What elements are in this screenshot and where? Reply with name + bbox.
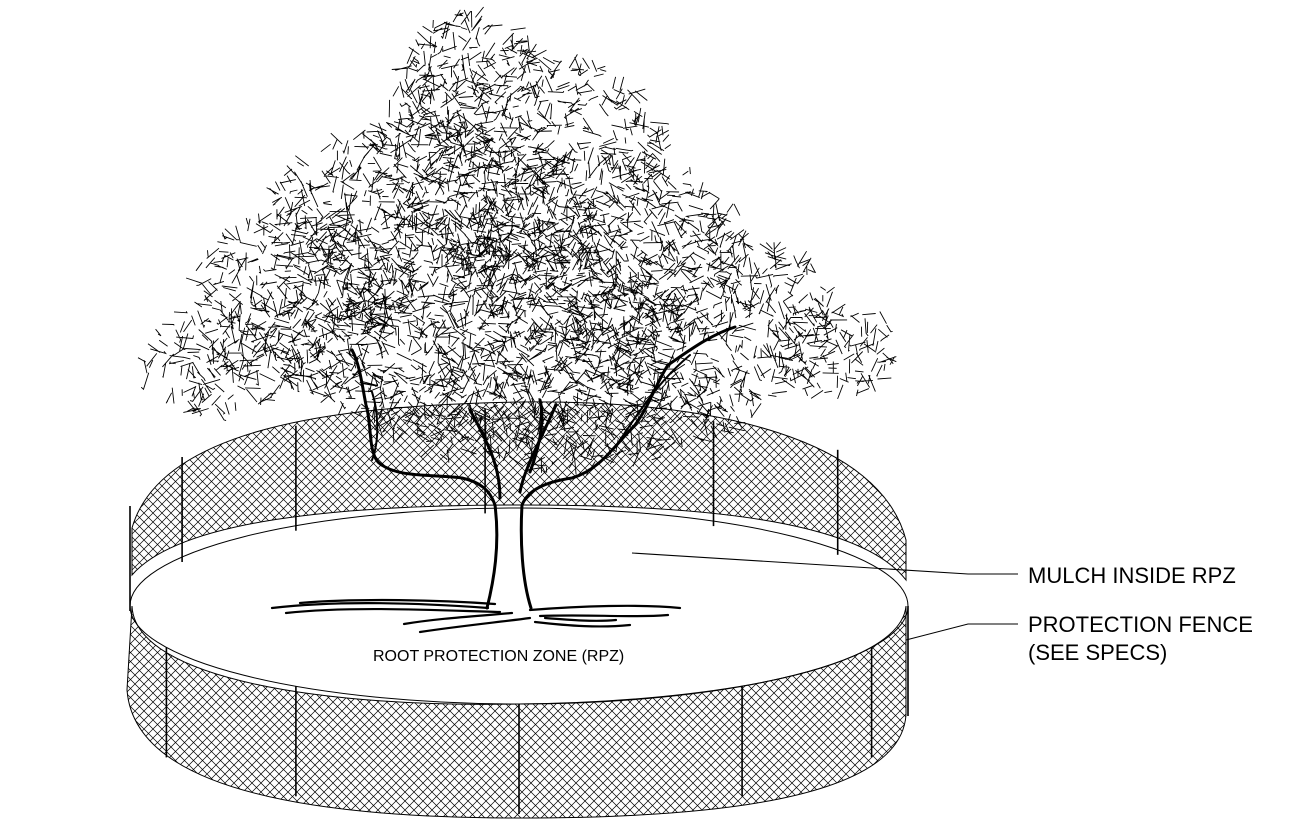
tree-roots bbox=[270, 598, 682, 634]
fence-callout-sublabel: (SEE SPECS) bbox=[1028, 640, 1168, 665]
mulch-ground bbox=[129, 507, 909, 705]
leader-mulch bbox=[631, 552, 1018, 575]
tree-trunk bbox=[350, 325, 737, 610]
root-protection-zone-label: ROOT PROTECTION ZONE (RPZ) bbox=[373, 648, 625, 665]
fence-callout-label: PROTECTION FENCE bbox=[1028, 612, 1253, 637]
tree-canopy bbox=[137, 6, 897, 475]
fence-front bbox=[126, 605, 907, 819]
callout-leaders bbox=[631, 552, 1018, 641]
leader-fence bbox=[905, 623, 1018, 641]
canopy-scribble bbox=[137, 6, 897, 475]
mulch-callout-label: MULCH INSIDE RPZ bbox=[1028, 563, 1236, 588]
fence-posts bbox=[129, 408, 909, 814]
